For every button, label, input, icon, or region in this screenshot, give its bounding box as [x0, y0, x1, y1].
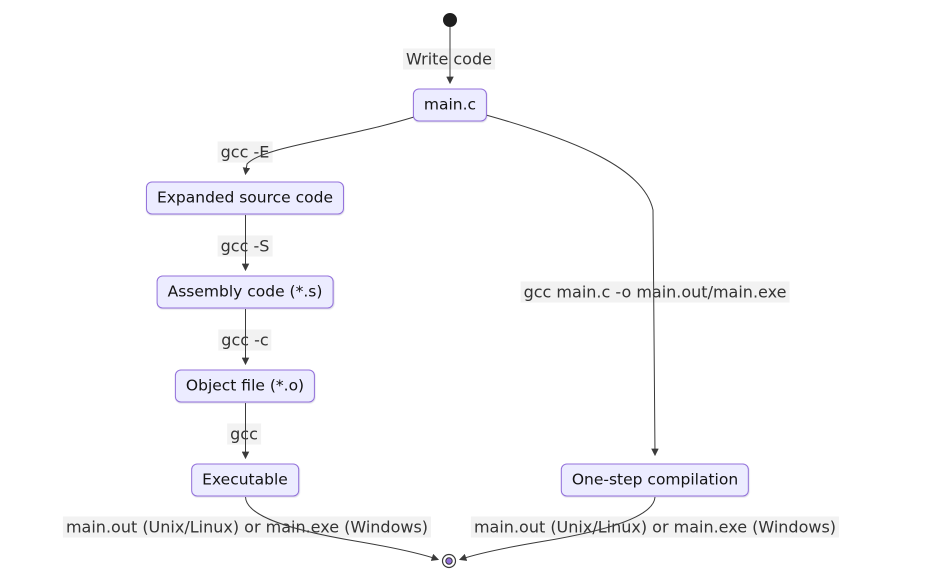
edge-label-gcc: gcc	[227, 423, 261, 445]
node-expanded-source-code: Expanded source code	[145, 181, 345, 215]
end-state-inner-dot-icon	[445, 557, 453, 565]
node-object-file: Object file (*.o)	[174, 369, 316, 403]
start-state-icon	[443, 13, 457, 27]
node-main-c: main.c	[412, 88, 488, 122]
node-one-step-compilation: One-step compilation	[560, 463, 750, 497]
edge-label-gcc-s: gcc -S	[217, 235, 273, 257]
node-executable: Executable	[191, 463, 299, 497]
edge-label-gcc-c: gcc -c	[218, 329, 272, 351]
node-assembly-code: Assembly code (*.s)	[156, 275, 334, 309]
end-state-icon	[441, 553, 457, 569]
edge-label-right-output: main.out (Unix/Linux) or main.exe (Windo…	[470, 516, 840, 538]
edge-label-gcc-e: gcc -E	[217, 141, 273, 163]
edge-label-left-output: main.out (Unix/Linux) or main.exe (Windo…	[62, 516, 432, 538]
edge-label-write-code: Write code	[403, 48, 495, 70]
edge-label-onestep-command: gcc main.c -o main.out/main.exe	[520, 281, 790, 303]
